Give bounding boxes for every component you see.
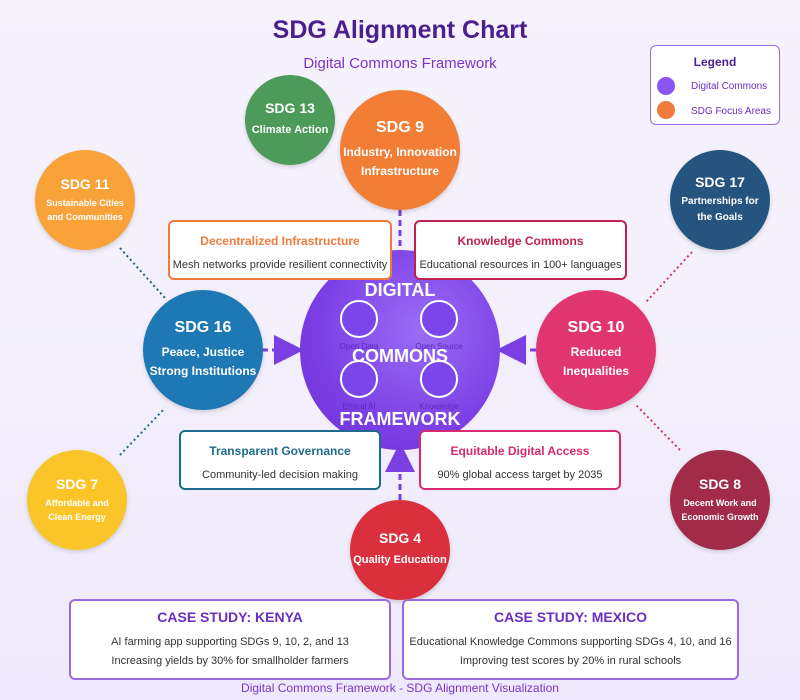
sdg7-circle: SDG 7 Affordable and Clean Energy — [27, 450, 127, 550]
legend-label-sdg-focus: SDG Focus Areas — [691, 106, 772, 117]
node-open-source — [420, 300, 458, 338]
node-ethical-ai — [340, 360, 378, 398]
case-kenya-title: CASE STUDY: KENYA — [157, 609, 303, 625]
sdg10-code: SDG 10 — [567, 318, 625, 336]
legend: Legend Digital Commons SDG Focus Areas — [650, 45, 780, 125]
node-open-data — [340, 300, 378, 338]
sdg8-circle: SDG 8 Decent Work and Economic Growth — [670, 450, 770, 550]
center-label-line3: FRAMEWORK — [339, 409, 461, 429]
case-study-kenya: CASE STUDY: KENYA AI farming app support… — [69, 599, 391, 680]
case-kenya-line2: Increasing yields by 30% for smallholder… — [111, 655, 349, 667]
case-kenya-line1: AI farming app supporting SDGs 9, 10, 2,… — [111, 636, 349, 648]
sdg16-circle: SDG 16 Peace, Justice Strong Institution… — [143, 290, 263, 410]
sdg9-circle: SDG 9 Industry, Innovation Infrastructur… — [340, 90, 460, 210]
sdg8-label-line2: Economic Growth — [681, 512, 759, 522]
sdg13-code: SDG 13 — [265, 100, 315, 117]
case-mexico-line2: Improving test scores by 20% in rural sc… — [459, 655, 682, 667]
connector-sdg8 — [635, 404, 681, 451]
page-subtitle: Digital Commons Framework — [303, 55, 497, 72]
sdg8-code: SDG 8 — [698, 475, 741, 492]
sdg9-label-line1: Industry, Innovation — [343, 144, 457, 159]
sdg17-code: SDG 17 — [695, 174, 745, 190]
box-access-title: Equitable Digital Access — [450, 444, 590, 458]
footer-caption: Digital Commons Framework - SDG Alignmen… — [241, 681, 559, 695]
sdg17-label-line2: the Goals — [697, 212, 743, 223]
center-label-line2: COMMONS — [352, 346, 448, 366]
box-transparent-governance: Transparent Governance Community-led dec… — [179, 430, 381, 490]
sdg10-label-line2: Inequalities — [562, 364, 630, 378]
legend-label-digital-commons: Digital Commons — [691, 81, 768, 92]
node-label-ethical-ai: Ethical AI — [342, 402, 376, 411]
box-knowledge-title: Knowledge Commons — [457, 234, 584, 248]
sdg17-label-line1: Partnerships for — [681, 196, 759, 207]
sdg11-label-line1: Sustainable Cities — [46, 197, 124, 208]
sdg13-circle: SDG 13 Climate Action — [245, 75, 335, 165]
node-label-open-data: Open Data — [339, 342, 379, 351]
node-knowledge — [420, 360, 458, 398]
box-decentralized-infrastructure: Decentralized Infrastructure Mesh networ… — [168, 220, 392, 280]
box-knowledge-commons: Knowledge Commons Educational resources … — [414, 220, 627, 280]
sdg10-label-line1: Reduced — [570, 344, 622, 359]
legend-title: Legend — [693, 55, 737, 69]
sdg16-code: SDG 16 — [174, 318, 232, 336]
page-title: SDG Alignment Chart — [272, 16, 528, 44]
connector-sdg11 — [119, 247, 166, 299]
connector-sdg17 — [645, 251, 693, 303]
box-decentralized-title: Decentralized Infrastructure — [200, 234, 360, 248]
case-study-mexico: CASE STUDY: MEXICO Educational Knowledge… — [402, 599, 739, 680]
sdg4-label: Quality Education — [353, 554, 447, 567]
sdg4-circle: SDG 4 Quality Education — [350, 500, 450, 600]
box-knowledge-text: Educational resources in 100+ languages — [419, 259, 622, 271]
legend-swatch-sdg-focus — [657, 101, 675, 119]
sdg11-label-line2: and Communities — [47, 212, 123, 222]
sdg11-circle: SDG 11 Sustainable Cities and Communitie… — [35, 150, 135, 250]
sdg4-code: SDG 4 — [378, 530, 421, 547]
box-equitable-access: Equitable Digital Access 90% global acce… — [419, 430, 621, 490]
center-label-line1: DIGITAL — [364, 280, 436, 300]
sdg9-code: SDG 9 — [375, 118, 424, 136]
connector-sdg7 — [119, 407, 166, 456]
sdg8-label-line1: Decent Work and — [683, 497, 757, 508]
case-mexico-title: CASE STUDY: MEXICO — [494, 609, 647, 625]
sdg7-code: SDG 7 — [55, 475, 98, 492]
sdg17-circle: SDG 17 Partnerships for the Goals — [670, 150, 770, 250]
sdg16-label-line2: Strong Institutions — [149, 364, 257, 378]
box-governance-title: Transparent Governance — [209, 444, 351, 458]
sdg11-code: SDG 11 — [60, 175, 110, 192]
sdg10-circle: SDG 10 Reduced Inequalities — [536, 290, 656, 410]
box-decentralized-text: Mesh networks provide resilient connecti… — [172, 259, 388, 271]
node-label-open-source: Open Source — [415, 342, 463, 351]
node-label-knowledge: Knowledge — [419, 402, 459, 411]
sdg13-label: Climate Action — [251, 124, 329, 137]
sdg9-label-line2: Infrastructure — [360, 164, 440, 178]
legend-swatch-digital-commons — [657, 77, 675, 95]
box-governance-text: Community-led decision making — [202, 469, 358, 481]
digital-commons-center: DIGITAL Open Data Open Source COMMONS Et… — [300, 250, 500, 450]
case-mexico-line1: Educational Knowledge Commons supporting… — [409, 636, 732, 648]
sdg7-label-line1: Affordable and — [45, 497, 109, 508]
box-access-text: 90% global access target by 2035 — [437, 469, 603, 481]
sdg7-label-line2: Clean Energy — [48, 512, 106, 522]
sdg16-label-line1: Peace, Justice — [161, 344, 245, 359]
